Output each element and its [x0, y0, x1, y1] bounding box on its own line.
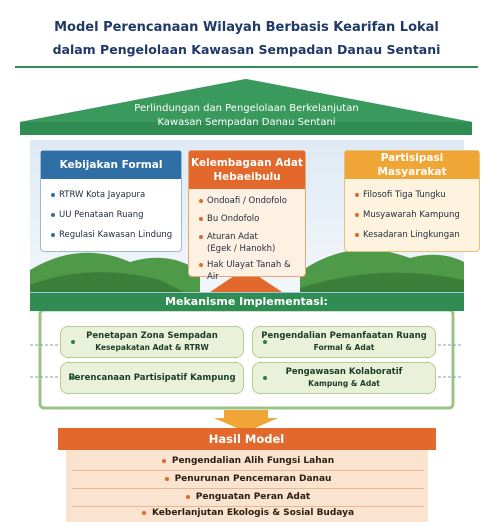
roof-line2: Kawasan Sempadan Danau Sentani — [157, 117, 336, 128]
list-item: Ondoafi / Ondofolo — [199, 195, 299, 207]
bullet-icon — [161, 459, 166, 463]
mechanism-item-pengendalian: Pengendalian Pemanfaatan Ruang Formal & … — [252, 326, 436, 358]
result-body — [66, 450, 428, 522]
bullet-icon — [355, 193, 359, 197]
bullet-icon — [199, 235, 203, 239]
list-item: Filosofi Tiga Tungku — [355, 189, 473, 201]
mechanism-title-bar — [30, 293, 464, 311]
bullet-icon — [51, 213, 55, 217]
result-item: Keberlanjutan Ekologis & Sosial Budaya — [72, 504, 424, 522]
list-item: Bu Ondofolo — [199, 213, 299, 225]
bullet-icon — [71, 340, 75, 344]
bullet-icon — [51, 233, 55, 237]
diagram-title-line2: dalam Pengelolaan Kawasan Sempadan Danau… — [52, 42, 441, 57]
bullet-icon — [263, 376, 267, 380]
mechanism-item-pengawasan: Pengawasan Kolaboratif Kampung & Adat — [252, 362, 436, 394]
bullet-icon — [141, 511, 146, 515]
column-title: Kebijakan Formal — [41, 151, 181, 179]
result-title: Hasil Model — [208, 432, 285, 446]
bullet-icon — [199, 199, 203, 203]
mechanism-item-zona: Penetapan Zona Sempadan Kesepakatan Adat… — [60, 326, 244, 358]
title-divider — [15, 66, 478, 68]
center-peak — [210, 268, 282, 292]
bullet-icon — [51, 193, 55, 197]
mechanism-item-perencanaan: Perencanaan Partisipatif Kampung — [60, 362, 244, 394]
column-title: Kelembagaan Adat Hebaeibulu — [189, 151, 305, 189]
bullet-icon — [185, 495, 190, 499]
bullet-icon — [199, 263, 203, 267]
result-item: Penurunan Pencemaran Danau — [72, 470, 424, 489]
list-item: Regulasi Kawasan Lindung — [51, 229, 175, 241]
list-item: Aturan Adat(Egek / Hanokh) — [199, 231, 299, 255]
bullet-icon — [355, 213, 359, 217]
bullet-icon — [71, 376, 75, 380]
list-item: Kesadaran Lingkungan — [355, 229, 473, 241]
roof-top — [20, 79, 472, 122]
bullet-icon — [199, 217, 203, 221]
list-item: Musyawarah Kampung — [355, 209, 473, 221]
list-item: RTRW Kota Jayapura — [51, 189, 175, 201]
column-kelembagaan-adat: Kelembagaan Adat Hebaeibulu Ondoafi / On… — [188, 150, 306, 282]
down-arrow — [214, 410, 278, 432]
bullet-icon — [263, 340, 267, 344]
list-item: UU Penataan Ruang — [51, 209, 175, 221]
column-partisipasi-masyarakat: Partisipasi Masyarakat Filosofi Tiga Tun… — [344, 150, 480, 252]
mechanism-title: Mekanisme Implementasi: — [165, 295, 328, 308]
roof-line1: Perlindungan dan Pengelolaan Berkelanjut… — [134, 103, 359, 114]
list-item: Hak Ulayat Tanah & Air — [199, 259, 299, 283]
bullet-icon — [164, 477, 169, 481]
result-title-bar — [58, 428, 436, 450]
bullet-icon — [355, 233, 359, 237]
column-kebijakan-formal: Kebijakan Formal RTRW Kota Jayapura UU P… — [40, 150, 182, 252]
diagram-title-line1: Model Perencanaan Wilayah Berbasis Keari… — [54, 20, 439, 35]
result-item: Penguatan Peran Adat — [72, 488, 424, 507]
result-item: Pengendalian Alih Fungsi Lahan — [72, 452, 424, 471]
column-title: Partisipasi Masyarakat — [345, 151, 479, 179]
